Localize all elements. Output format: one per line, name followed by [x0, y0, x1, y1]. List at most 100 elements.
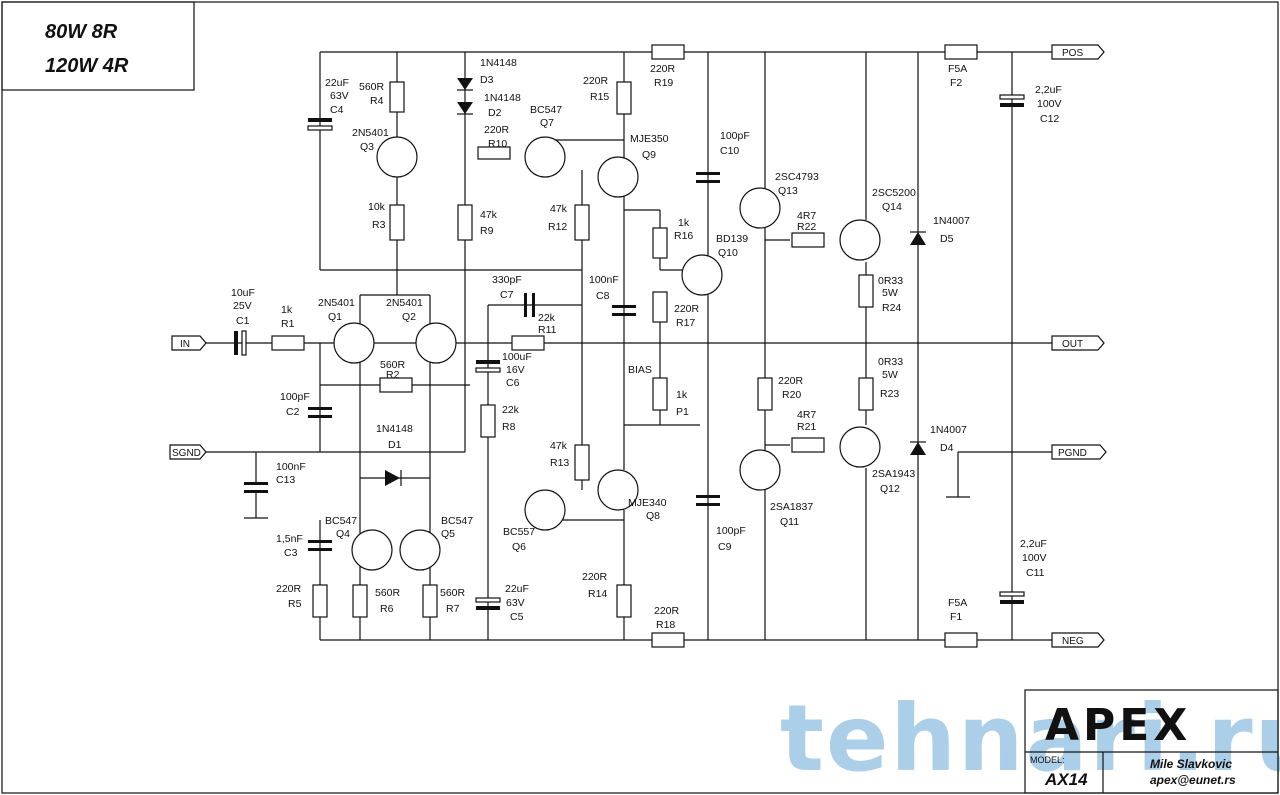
port-out[interactable]: [1051, 335, 1105, 351]
fuse-F1[interactable]: [944, 632, 978, 648]
transistor-Q8[interactable]: [597, 469, 639, 511]
transistor-Q1[interactable]: [333, 322, 375, 364]
capacitor-C8[interactable]: [612, 305, 636, 316]
resistor-R11[interactable]: [511, 335, 545, 351]
title-block: APEX MODEL: AX14 Mile Slavkovic apex@eun…: [1024, 689, 1279, 794]
port-sgnd[interactable]: [169, 444, 207, 460]
diode-D2[interactable]: [457, 102, 473, 114]
resistor-R10[interactable]: [477, 146, 511, 160]
capacitor-C2[interactable]: [308, 407, 332, 418]
transistor-Q13[interactable]: [739, 187, 781, 229]
transistor-Q11[interactable]: [739, 449, 781, 491]
capacitor-C6[interactable]: [475, 360, 501, 373]
diode-D4[interactable]: [910, 442, 926, 455]
label-c1-ref: C1: [236, 315, 250, 327]
capacitor-C7[interactable]: [524, 293, 535, 317]
resistor-R15[interactable]: [616, 81, 632, 115]
resistor-R22[interactable]: [791, 232, 825, 248]
label-r11-ref: R11: [538, 324, 557, 336]
label-c8-value: 100nF: [589, 274, 619, 286]
resistor-R2[interactable]: [379, 377, 413, 393]
capacitor-C4[interactable]: [307, 118, 333, 131]
capacitor-C11[interactable]: [999, 591, 1025, 604]
label-d2-value: 1N4148: [484, 92, 521, 104]
label-q7-ref: Q7: [540, 117, 554, 129]
capacitor-C13[interactable]: [244, 452, 268, 519]
label-d1-value: 1N4148: [376, 423, 413, 435]
resistor-R17[interactable]: [652, 291, 668, 323]
resistor-R21[interactable]: [791, 437, 825, 453]
svg-text:OUT: OUT: [1062, 339, 1083, 350]
label-c12-value: 2,2uF: [1035, 84, 1062, 96]
capacitor-C5[interactable]: [475, 597, 501, 610]
resistor-R4[interactable]: [389, 81, 405, 113]
resistor-R5[interactable]: [312, 584, 328, 618]
transistor-Q12[interactable]: [839, 426, 881, 468]
label-r20-value: 220R: [778, 375, 804, 387]
port-pgnd[interactable]: [1051, 444, 1107, 460]
resistor-R24[interactable]: [858, 274, 874, 308]
resistor-R12[interactable]: [574, 204, 590, 241]
capacitor-C1[interactable]: [234, 330, 247, 356]
label-c13-value: 100nF: [276, 461, 306, 473]
label-r22-ref: R22: [797, 221, 816, 233]
label-q9-ref: Q9: [642, 149, 656, 161]
transistor-Q2[interactable]: [415, 322, 457, 364]
resistor-R6[interactable]: [352, 584, 368, 618]
resistor-R3[interactable]: [389, 204, 405, 241]
label-c8-ref: C8: [596, 290, 610, 302]
diode-D3[interactable]: [457, 78, 473, 90]
transistor-Q6[interactable]: [524, 489, 566, 531]
diode-D5[interactable]: [910, 232, 926, 245]
svg-text:SGND: SGND: [172, 448, 201, 459]
resistor-R13[interactable]: [574, 444, 590, 481]
transistor-Q4[interactable]: [351, 529, 393, 571]
label-r7-ref: R7: [446, 603, 460, 615]
label-c11-ref: C11: [1026, 567, 1045, 579]
label-q11-value: 2SA1837: [770, 501, 813, 513]
transistor-Q9[interactable]: [597, 156, 639, 198]
resistor-R7[interactable]: [422, 584, 438, 618]
label-p1-ref: P1: [676, 406, 689, 418]
resistor-R8[interactable]: [480, 404, 496, 438]
resistor-R20[interactable]: [757, 377, 773, 411]
ports: IN SGND POS OUT PGND NEG: [169, 44, 1107, 648]
resistor-R16[interactable]: [652, 227, 668, 259]
label-c13-ref: C13: [276, 474, 295, 486]
model-value: AX14: [1044, 770, 1088, 789]
label-d3-value: 1N4148: [480, 57, 517, 69]
potentiometer-P1[interactable]: [652, 377, 668, 411]
transistor-Q3[interactable]: [376, 136, 418, 178]
resistor-R14[interactable]: [616, 584, 632, 618]
transistor-Q7[interactable]: [524, 136, 566, 178]
title-line-1: 80W 8R: [45, 21, 118, 43]
label-r17-value: 220R: [674, 303, 700, 315]
transistor-Q14[interactable]: [839, 219, 881, 261]
resistor-R18[interactable]: [651, 632, 685, 648]
port-neg[interactable]: [1051, 632, 1105, 648]
port-in[interactable]: [171, 335, 207, 351]
resistor-R19[interactable]: [651, 44, 685, 60]
port-pos[interactable]: [1051, 44, 1105, 60]
label-r19-value: 220R: [650, 63, 676, 75]
capacitor-C12[interactable]: [999, 94, 1025, 107]
label-q4-ref: Q4: [336, 528, 350, 540]
label-q8-value: MJE340: [628, 497, 667, 509]
label-c10-ref: C10: [720, 145, 739, 157]
transistor-Q5[interactable]: [399, 529, 441, 571]
resistor-R9[interactable]: [457, 204, 473, 241]
label-c4-rating: 63V: [330, 90, 349, 102]
capacitor-C10[interactable]: [696, 172, 720, 183]
resistor-R1[interactable]: [271, 335, 305, 351]
transistor-Q10[interactable]: [681, 254, 723, 296]
capacitor-C9[interactable]: [696, 495, 720, 506]
label-c2-value: 100pF: [280, 391, 310, 403]
label-q10-ref: Q10: [718, 247, 738, 259]
fuse-F2[interactable]: [944, 44, 978, 60]
resistor-R23[interactable]: [858, 377, 874, 411]
capacitor-C3[interactable]: [308, 540, 332, 551]
svg-text:POS: POS: [1062, 48, 1083, 59]
diode-D1[interactable]: [385, 470, 400, 486]
model-label: MODEL:: [1030, 755, 1065, 765]
